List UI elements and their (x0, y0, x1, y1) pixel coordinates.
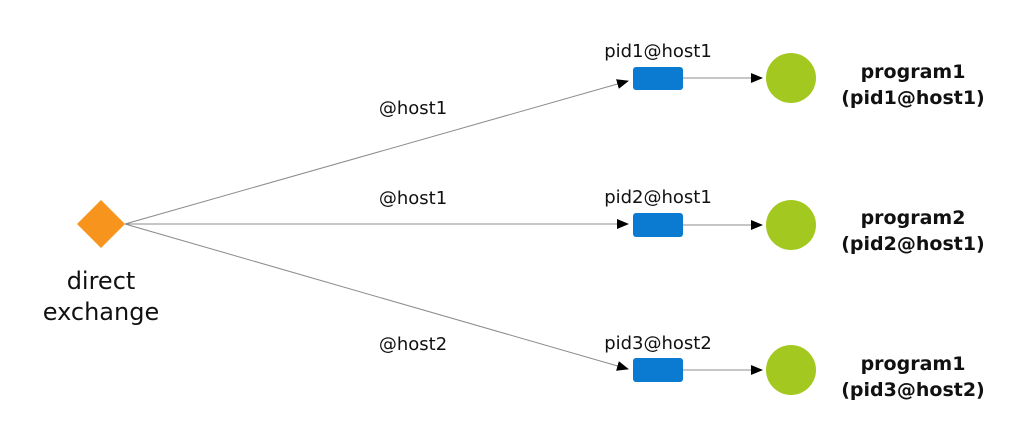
exchange-label-line1: direct (67, 267, 136, 295)
consumer-node-2 (766, 200, 816, 250)
consumer-label-2-line1: program2 (861, 207, 966, 229)
consumer-label-1-line2: (pid1@host1) (841, 87, 985, 109)
exchange-label-line2: exchange (43, 298, 159, 326)
binding-key-label-1: @host1 (379, 98, 447, 119)
consumer-label-3-line1: program1 (861, 353, 966, 375)
consumer-label-2-line2: (pid2@host1) (841, 233, 985, 255)
binding-key-label-2: @host1 (379, 188, 447, 209)
queue-label-3: pid3@host2 (604, 333, 712, 354)
consumer-label-1-line1: program1 (861, 61, 966, 83)
consumer-node-1 (766, 53, 816, 103)
queue-label-1: pid1@host1 (604, 41, 712, 62)
queue-node-1 (633, 67, 683, 90)
binding-edge-1 (124, 79, 629, 225)
binding-edge-3 (124, 223, 629, 371)
queue-label-2: pid2@host1 (604, 187, 712, 208)
consumer-label-3-line2: (pid3@host2) (841, 379, 985, 401)
exchange-node (77, 200, 125, 248)
queue-node-2 (633, 213, 683, 237)
queue-node-3 (633, 358, 683, 382)
binding-key-label-3: @host2 (379, 334, 447, 355)
consumer-node-3 (766, 345, 816, 395)
